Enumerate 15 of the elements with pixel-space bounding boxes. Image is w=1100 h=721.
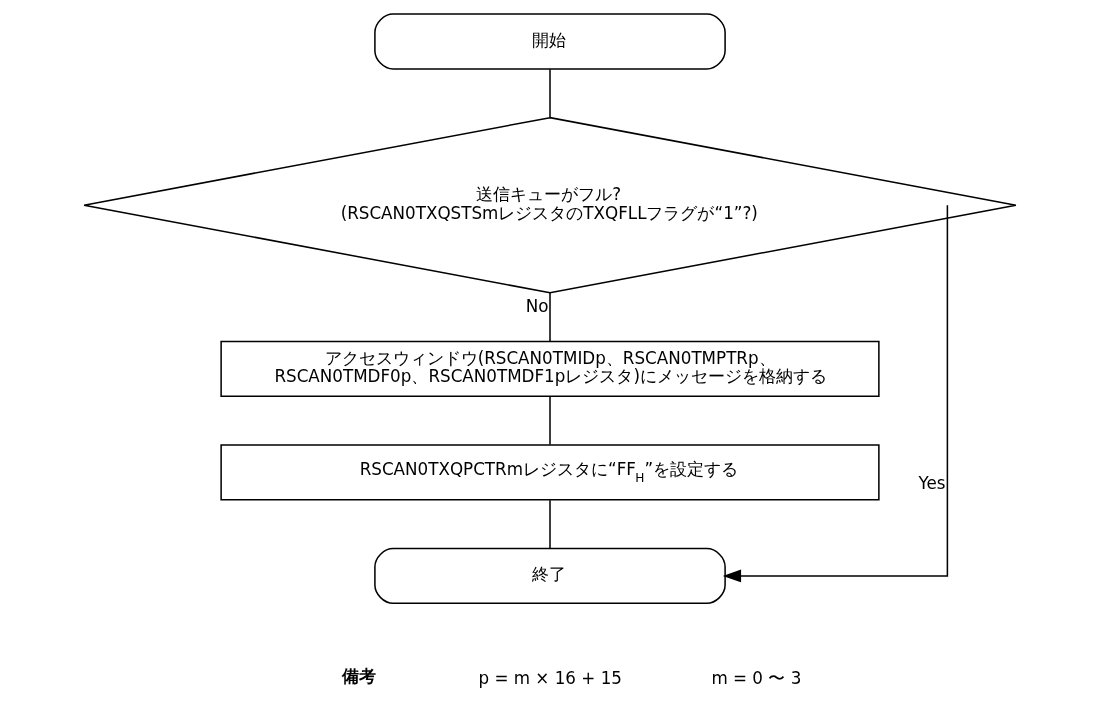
connector xyxy=(549,499,551,549)
node-box: 終了 xyxy=(374,547,726,605)
node-box: RSCAN0TXQPCTRmレジスタに“FF$_{H}$”を設定する xyxy=(220,444,880,501)
edge-label: Yes xyxy=(918,473,946,494)
arrow xyxy=(722,204,949,583)
label: 備考 xyxy=(342,666,377,687)
connector xyxy=(549,68,551,118)
node-box: アクセスウィンドウ(RSCAN0TMIDp、RSCAN0TMPTRp、 RSCAN0TMDF0p、RSCAN0TMDF1pレジスタ)にメッセージを格納する xyxy=(220,340,880,398)
connector xyxy=(549,395,551,446)
connector xyxy=(549,292,551,343)
node-box: 開始 xyxy=(374,13,726,70)
node-diamond: 送信キューがフル? (RSCAN0TXQSTSmレジスタのTXQFLLフラグが“1”?) xyxy=(83,116,1017,294)
edge-label: No xyxy=(525,296,549,317)
label: m = 0 〜 3 xyxy=(711,667,802,688)
label: p = m × 16 + 15 xyxy=(478,667,622,688)
